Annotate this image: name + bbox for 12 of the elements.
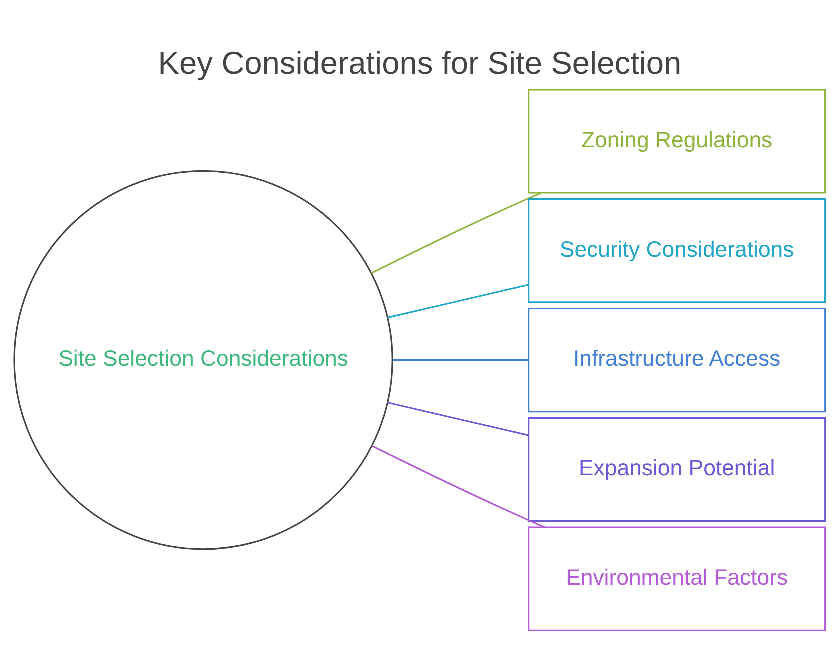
node-box: Zoning Regulations	[528, 88, 826, 194]
connector	[371, 192, 542, 274]
node-box: Environmental Factors	[528, 526, 826, 631]
diagram-title: Key Considerations for Site Selection	[158, 44, 682, 81]
connector	[372, 444, 546, 528]
connector	[387, 401, 529, 436]
node-box: Expansion Potential	[528, 416, 826, 522]
connector	[393, 359, 528, 361]
node-box: Security Considerations	[528, 198, 826, 303]
node-box: Infrastructure Access	[528, 307, 826, 412]
node-circle: Site Selection Considerations	[14, 170, 394, 550]
connector	[387, 284, 529, 318]
